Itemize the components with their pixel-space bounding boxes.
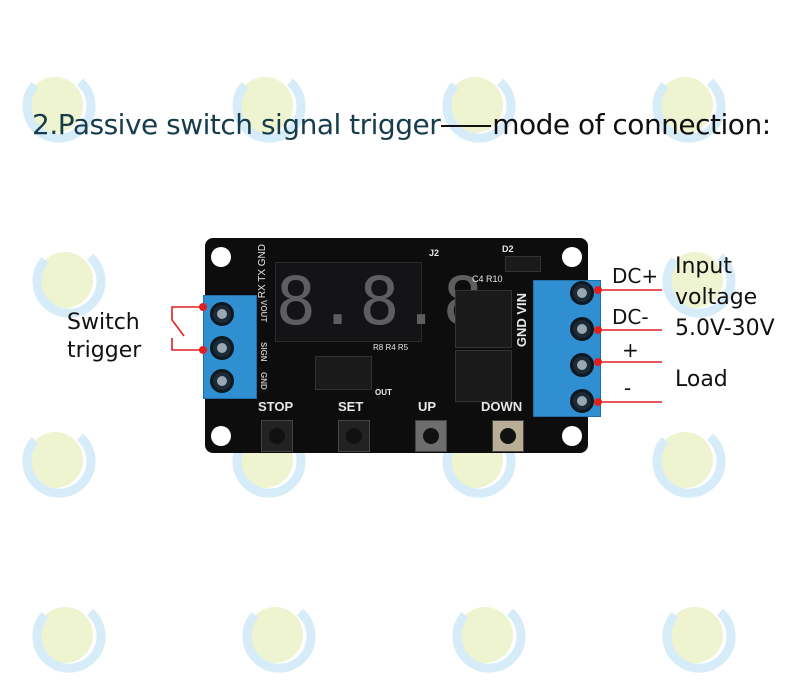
- mosfet-lower: [455, 350, 512, 402]
- load-label: Load: [675, 367, 728, 392]
- watermark-logo: [662, 607, 736, 673]
- title-part-2: mode of connection:: [492, 108, 771, 141]
- watermark-logo: [22, 432, 96, 498]
- screw-out-plus[interactable]: [570, 353, 594, 377]
- watermark-logo: [442, 77, 516, 143]
- screw-gnd-in[interactable]: [570, 317, 594, 341]
- watermark-logo: [452, 607, 526, 673]
- power-terminal-block: [533, 280, 601, 417]
- dc-plus-label: DC+: [612, 264, 659, 288]
- mount-hole: [562, 247, 582, 267]
- switch-wire-top: [171, 306, 203, 320]
- watermark-logo: [242, 607, 316, 673]
- switch-wire-bottom: [171, 338, 203, 351]
- page-title: 2.Passive switch signal trigger mode of c…: [32, 108, 771, 141]
- watermark-logo: [32, 607, 106, 673]
- watermark-logo: [652, 432, 726, 498]
- stop-button[interactable]: [261, 420, 293, 452]
- set-button[interactable]: [338, 420, 370, 452]
- watermark-logo: [232, 77, 306, 143]
- up-button[interactable]: [415, 420, 447, 452]
- vout-label: VOUT: [259, 300, 268, 323]
- c4-r10-label: C4 R10: [472, 274, 503, 284]
- dot-load-plus: [594, 358, 602, 366]
- dot-vout: [199, 303, 207, 311]
- optocoupler: [315, 356, 372, 390]
- dc-minus-label: DC-: [612, 305, 649, 329]
- switch-label-1: Switch: [67, 310, 140, 335]
- watermark-logo: [22, 77, 96, 143]
- input-label-1: Input: [675, 254, 732, 279]
- diode-d2: [505, 256, 541, 272]
- dot-sign: [199, 346, 207, 354]
- out-label: OUT: [375, 388, 392, 397]
- watermark-logo: [32, 252, 106, 318]
- mount-hole: [211, 247, 231, 267]
- sign-label: SIGN: [259, 342, 268, 362]
- switch-contact: [171, 319, 185, 337]
- screw-out-minus[interactable]: [570, 389, 594, 413]
- dot-dc-minus: [594, 326, 602, 334]
- set-label: SET: [338, 399, 364, 414]
- resistor-labels: R8 R4 R5: [373, 343, 409, 352]
- switch-label-2: trigger: [67, 338, 142, 363]
- up-label: UP: [418, 399, 437, 414]
- load-minus-label: -: [624, 376, 632, 400]
- screw-vout[interactable]: [210, 302, 234, 326]
- dot-load-minus: [594, 398, 602, 406]
- mosfet-upper: [455, 290, 512, 348]
- mount-hole: [211, 426, 231, 446]
- j2-label: J2: [429, 248, 440, 258]
- down-button[interactable]: [492, 420, 524, 452]
- title-dash: [441, 125, 492, 127]
- screw-vin[interactable]: [570, 281, 594, 305]
- stop-label: STOP: [258, 399, 294, 414]
- power-terminal-label: GND VIN: [514, 293, 529, 348]
- watermark-logo: [652, 77, 726, 143]
- input-label-3: 5.0V-30V: [675, 316, 775, 341]
- d2-label: D2: [502, 244, 514, 254]
- input-label-2: voltage: [675, 285, 758, 310]
- down-label: DOWN: [481, 399, 523, 414]
- screw-sign[interactable]: [210, 336, 234, 360]
- gnd-label: GND: [259, 372, 268, 390]
- title-part-1: 2.Passive switch signal trigger: [32, 108, 441, 141]
- dot-dc-plus: [594, 286, 602, 294]
- screw-gnd[interactable]: [210, 369, 234, 393]
- watermark-logo: [662, 252, 736, 318]
- mount-hole: [562, 426, 582, 446]
- load-plus-label: +: [622, 338, 639, 362]
- header-pin-labels: RX TX GND: [257, 244, 268, 299]
